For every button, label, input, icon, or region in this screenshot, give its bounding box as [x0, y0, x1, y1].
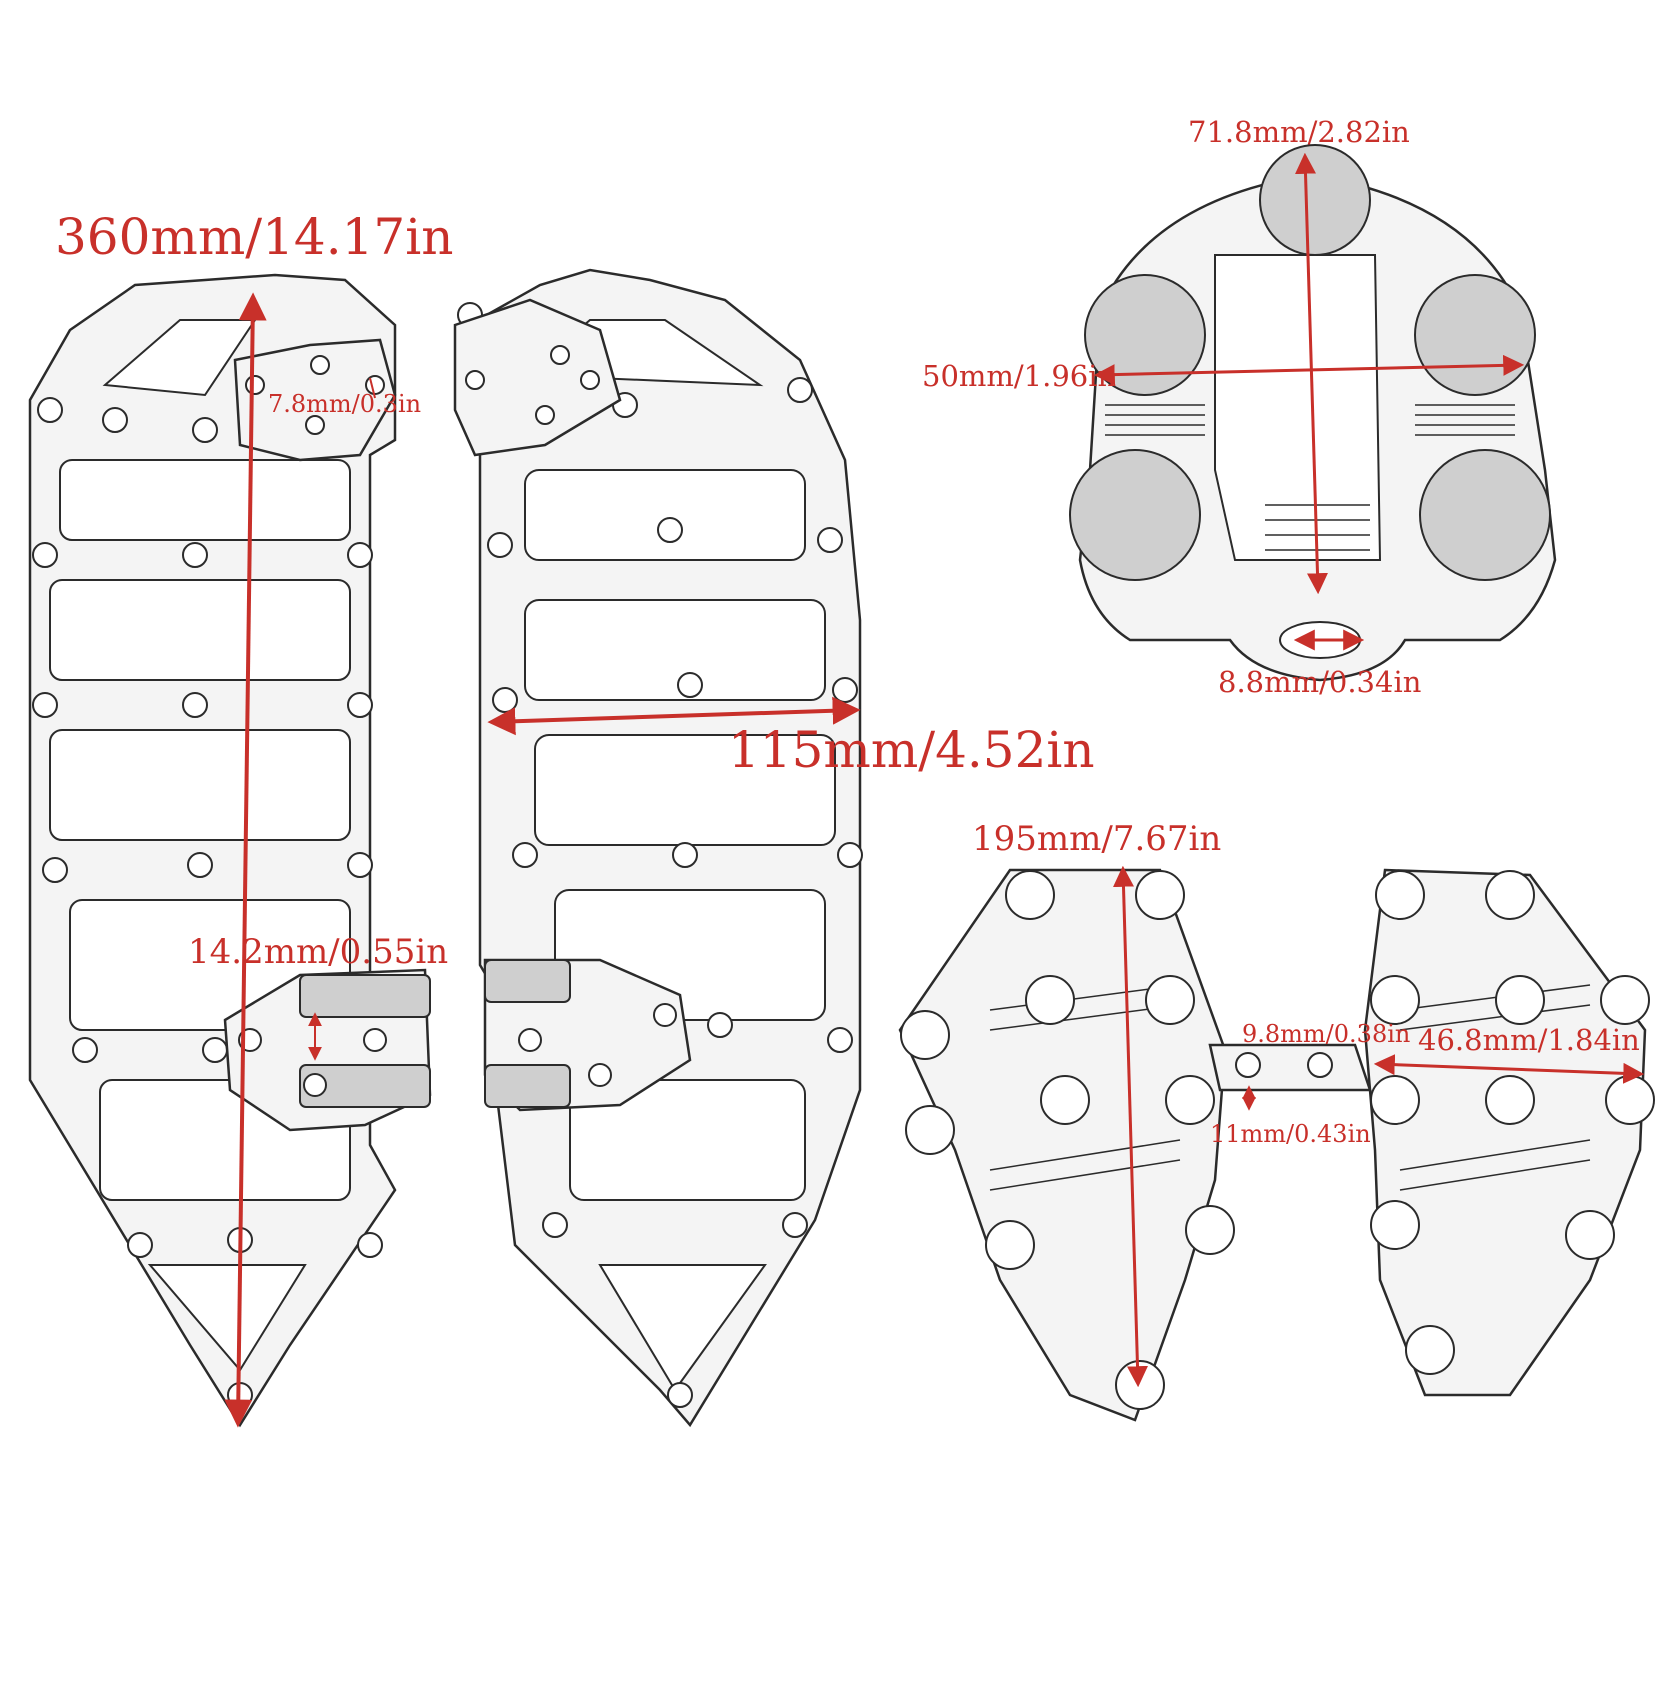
dim-line-195: [1112, 865, 1149, 1388]
dimension-lines: [224, 152, 1645, 1428]
dim-line-360: [224, 292, 267, 1428]
label-width-46-8: 46.8mm/1.84in: [1418, 1023, 1640, 1057]
right-floorboard: [453, 268, 863, 1428]
label-height-50: 50mm/1.96in: [922, 359, 1117, 393]
bracket-ribs: [1105, 404, 1515, 551]
dim-line-46-8: [1373, 1054, 1645, 1084]
label-width-115: 115mm/4.52in: [728, 721, 1095, 779]
dim-line-115: [487, 696, 861, 736]
label-length-360: 360mm/14.17in: [55, 208, 454, 266]
left-floorboard: [28, 273, 432, 1428]
label-hole-7-8: 7.8mm/0.3in: [268, 390, 422, 418]
right-floorboard-bolts: [457, 302, 863, 1408]
peg-ribs: [989, 984, 1591, 1191]
label-hole-9-8: 9.8mm/0.38in: [1242, 1020, 1411, 1048]
label-hole-8-8: 8.8mm/0.34in: [1218, 665, 1422, 699]
label-clamp-14-2: 14.2mm/0.55in: [188, 932, 449, 972]
label-thick-11: 11mm/0.43in: [1210, 1120, 1371, 1148]
dim-line-50: [1093, 354, 1525, 386]
dim-line-7-8: [369, 377, 376, 399]
peg-bolts: [900, 870, 1655, 1410]
label-length-195: 195mm/7.67in: [972, 819, 1222, 859]
label-width-71-8: 71.8mm/2.82in: [1188, 115, 1410, 149]
